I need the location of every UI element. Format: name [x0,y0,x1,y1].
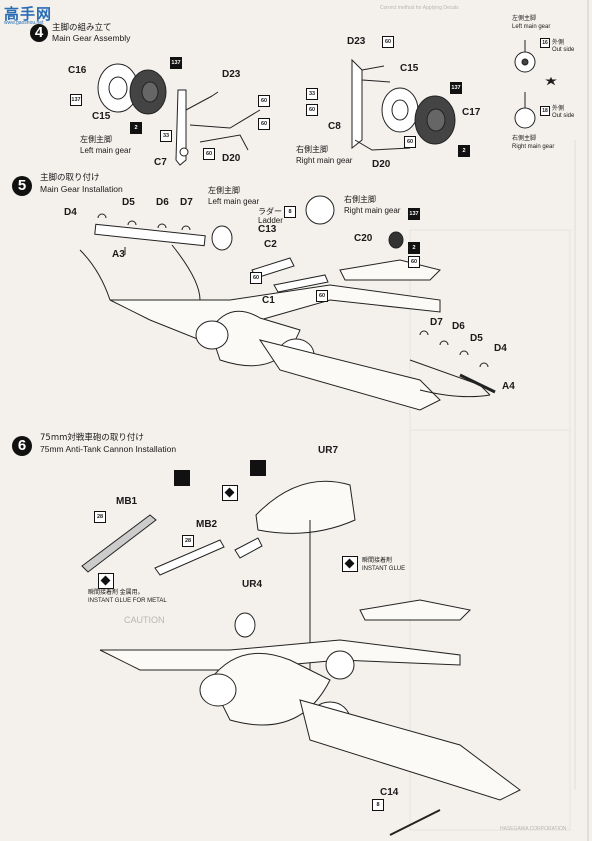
step-5-title-jp: 主脚の取り付け [40,173,100,183]
part-label: C14 [380,787,399,798]
left-gear-caption-en: Left main gear [208,197,260,206]
legend-outside-jp: 外側 [552,40,565,46]
part-label: C1 [262,295,275,306]
tag-badge: 60 [404,136,416,148]
glue-metal-en: INSTANT GLUE FOR METAL [88,598,167,604]
tag-badge: 2 [408,242,420,254]
tag-badge: 8 [372,799,384,811]
part-label: D6 [156,197,169,208]
instant-glue-icon [342,556,358,572]
legend-outside-en: Out side [552,47,575,53]
part-label: D5 [122,197,135,208]
legend-left-jp: 左側主脚 [512,16,537,22]
step-6-number-icon: 6 [12,436,32,456]
left-gear-caption-jp: 左側主脚 [208,186,240,195]
legend-right-en: Right main gear [512,144,555,150]
part-label: C20 [354,233,373,244]
part-label: C2 [264,239,277,250]
part-label: D5 [470,333,483,344]
tag-badge: 8 [284,206,296,218]
tag-badge: 60 [203,148,215,160]
tag-badge: 33 [160,130,172,142]
left-gear-caption-en: Left main gear [80,146,132,155]
glue-metal-jp: 瞬間接着剤 金属用。 [88,590,144,596]
glue-tube-icon [250,460,266,476]
caution-background: CAUTION [124,615,165,625]
tag-badge: 28 [94,511,106,523]
legend-left-en: Left main gear [512,24,551,30]
part-label: D23 [222,69,241,80]
tag-badge: 60 [316,290,328,302]
part-label: A3 [112,249,125,260]
watermark-logo: 高手网 [4,5,53,23]
glue-en: INSTANT GLUE [362,566,406,572]
watermark-url: www.gaoshou.net [4,20,44,26]
part-label: D7 [430,317,443,328]
tag-badge: 2 [458,145,470,157]
tag-badge: 60 [382,36,394,48]
part-label: UR4 [242,579,263,590]
ladder-caption-en: Ladder [258,216,283,225]
part-label: D20 [222,153,241,164]
legend-outside-en: Out side [552,113,575,119]
glue-tube-icon [174,470,190,486]
ladder-caption-jp: ラダー [258,207,282,216]
right-gear-caption-jp: 右側主脚 [344,195,376,204]
part-label: UR7 [318,445,339,456]
part-label: C15 [400,63,419,74]
tag-badge: 137 [408,208,420,220]
company-background: HASEGAWA CORPORATION [500,826,567,832]
part-label: D6 [452,321,465,332]
part-label: MB1 [116,496,138,507]
tag-badge: 28 [182,535,194,547]
step-6-title-jp: 75mm対戦車砲の取り付け [40,433,144,443]
part-label: A4 [502,381,515,392]
left-gear-caption-jp: 左側主脚 [80,135,112,144]
right-gear-caption-en: Right main gear [344,206,401,215]
tag-badge: 60 [258,95,270,107]
tag-badge: 137 [450,82,462,94]
part-label: D4 [494,343,507,354]
legend-outside-jp: 外側 [552,106,565,112]
step-4-title-en: Main Gear Assembly [52,33,131,43]
part-label: D20 [372,159,391,170]
step-4-number-icon: 4 [30,24,48,42]
part-label: C8 [328,121,341,132]
part-label: C15 [92,111,111,122]
instant-glue-metal-icon [98,573,114,589]
step-4-title-jp: 主脚の組み立て [52,23,112,33]
legend-right-jp: 右側主脚 [512,136,537,142]
step-5-title-en: Main Gear Installation [40,184,123,194]
tag-badge: 60 [306,104,318,116]
tag-badge: 18 [540,106,550,116]
glue-jp: 瞬間接着剤 [362,558,393,564]
part-label: D4 [64,207,77,218]
tag-badge: 16 [540,38,550,48]
tag-badge: 137 [70,94,82,106]
right-gear-caption-en: Right main gear [296,156,353,165]
step-5-number-icon: 5 [12,176,32,196]
tag-badge: 60 [250,272,262,284]
tag-badge: 60 [408,256,420,268]
part-label: C16 [68,65,87,76]
tag-badge: 2 [130,122,142,134]
part-label: D7 [180,197,193,208]
tag-badge: 33 [306,88,318,100]
part-label: C17 [462,107,481,118]
tag-badge: 137 [170,57,182,69]
right-gear-caption-jp: 右側主脚 [296,145,328,154]
step-6-title-en: 75mm Anti-Tank Cannon Installation [40,444,177,454]
part-label: MB2 [196,519,218,530]
part-label: C7 [154,157,167,168]
tag-badge: 60 [258,118,270,130]
part-label: C13 [258,224,277,235]
header-right-text: Correct method for Applying Decals [380,5,459,11]
glue-diamond-icon [222,485,238,501]
part-label: D23 [347,36,366,47]
